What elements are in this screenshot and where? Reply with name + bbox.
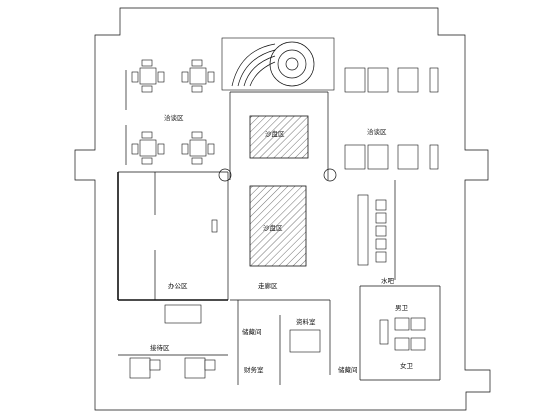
column: [323, 168, 337, 182]
label-sand-table-b: 沙盘区: [263, 223, 283, 232]
label-female-toilet: 女卫: [400, 361, 414, 370]
building-outline: [74, 7, 491, 411]
label-storage-b: 储藏间: [338, 365, 358, 374]
label-material-room: 资料室: [296, 317, 316, 326]
dining-set-group: [125, 59, 215, 165]
label-male-toilet: 男卫: [395, 304, 409, 312]
label-dining-area: 洽谈区: [164, 113, 184, 122]
walls: [117, 91, 441, 385]
bar-counter: [357, 194, 387, 266]
label-negotiation-area: 洽谈区: [367, 127, 387, 136]
label-office-area: 接待区: [150, 343, 170, 352]
label-sand-table-a: 沙盘区: [265, 129, 285, 138]
sofa-group: [344, 67, 439, 170]
decorative-feature: [221, 37, 335, 91]
desk-group: [129, 329, 321, 379]
sand-table-upper: [249, 115, 309, 159]
label-reception: 办公区: [168, 281, 188, 290]
label-water-bar: 水吧: [381, 276, 395, 285]
label-corridor: 走廊区: [258, 281, 278, 290]
toilet-stalls: [379, 317, 426, 351]
column: [218, 168, 232, 182]
label-finance-office: 财务室: [244, 365, 264, 374]
meeting-table: [164, 219, 218, 324]
sand-table-lower: [249, 185, 307, 267]
label-storage-a: 储藏间: [242, 327, 262, 336]
